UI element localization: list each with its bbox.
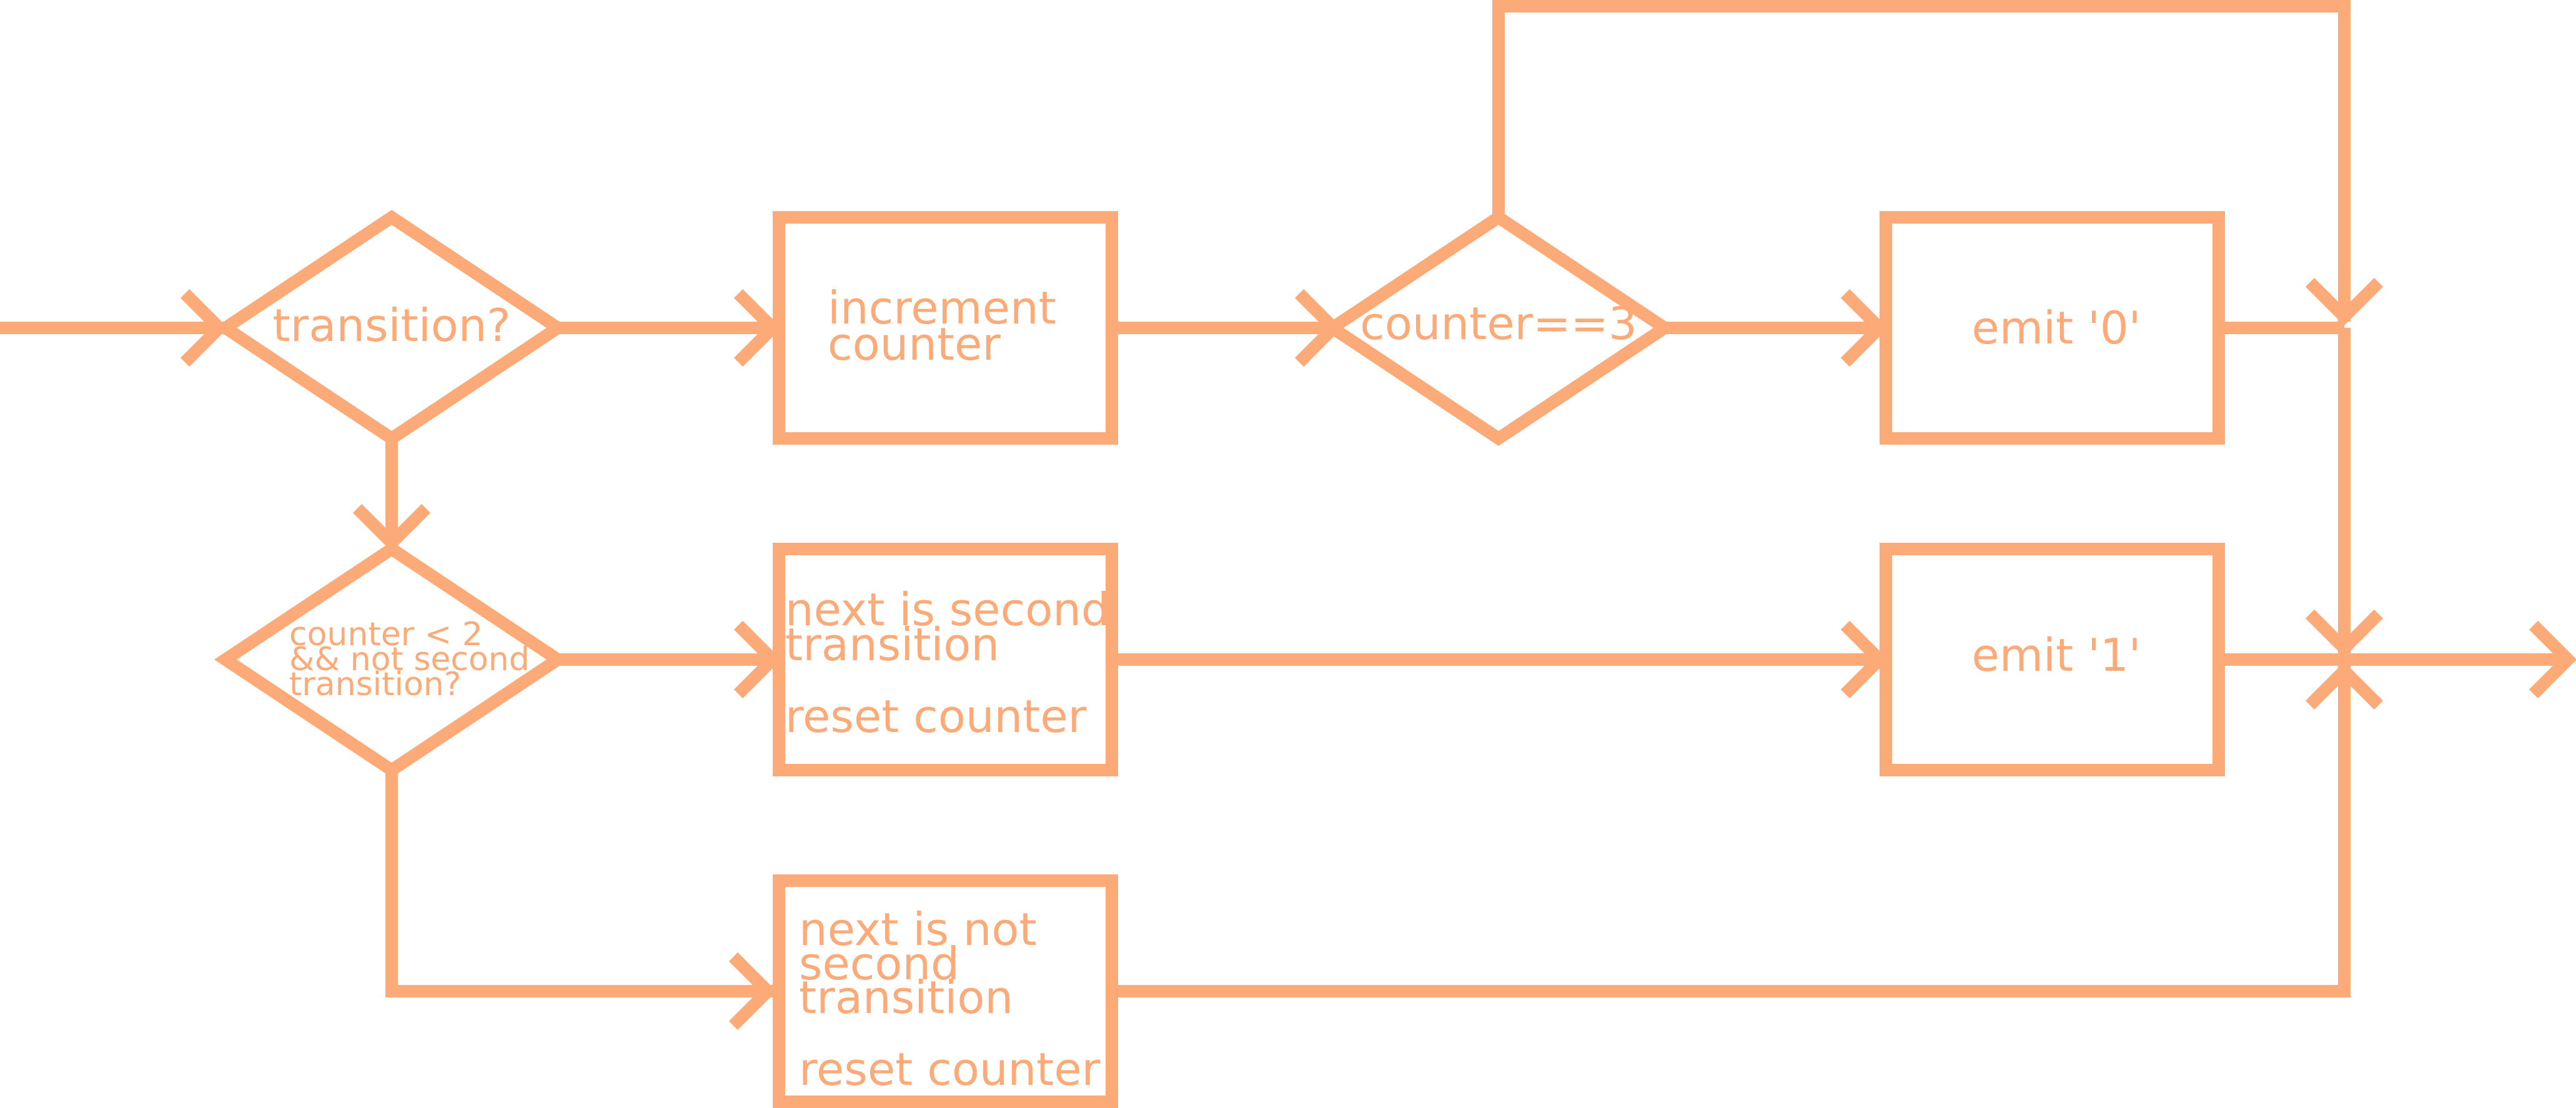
emit-one-label: emit '1' xyxy=(1972,629,2141,681)
next-is-second-line-2: transition xyxy=(785,618,999,671)
arrowhead-condition xyxy=(352,503,431,552)
next-is-not-second-line-2: second xyxy=(799,937,959,990)
arrowhead-merge-up xyxy=(2305,661,2384,710)
increment-counter-line-2: counter xyxy=(828,318,1001,370)
condition-line-3: transition? xyxy=(289,666,461,703)
arrowhead-next-second xyxy=(733,620,782,699)
condition-line-2: && not second xyxy=(289,641,530,678)
arrowhead-emit1 xyxy=(1840,620,1889,699)
increment-counter-line-1: increment xyxy=(828,282,1056,334)
emit-one-label-line: emit '1' xyxy=(1972,629,2141,681)
arrowhead-loop-down xyxy=(2305,277,2384,326)
arrowhead-exit xyxy=(2529,620,2576,699)
next-is-second-label: next is second transition xyxy=(785,583,1124,671)
emit-zero-label: emit '0' xyxy=(1972,302,2141,354)
condition-label: counter < 2 && not second transition? xyxy=(289,616,540,703)
transition-label: transition? xyxy=(272,299,510,352)
increment-counter-label: increment counter xyxy=(828,282,1071,370)
arrowhead-entry xyxy=(180,289,229,367)
next-is-not-second-line-3: transition xyxy=(799,971,1013,1024)
transition-label-line: transition? xyxy=(272,299,510,352)
next-is-not-second-label: next is not second transition xyxy=(799,903,1051,1024)
counter-check-label-line: counter==3 xyxy=(1360,297,1637,350)
next-is-second-line-1: next is second xyxy=(785,583,1110,636)
arrowhead-check xyxy=(1294,289,1343,367)
edge-check-loop-top xyxy=(1492,0,2351,322)
next-is-second-reset-label: reset counter xyxy=(785,690,1087,743)
next-is-not-second-line-1: next is not xyxy=(799,903,1037,956)
arrowhead-merge-down xyxy=(2305,609,2384,658)
emit-zero-label-line: emit '0' xyxy=(1972,302,2141,354)
condition-line-1: counter < 2 xyxy=(289,616,483,653)
arrowhead-increment xyxy=(733,289,782,367)
edge-next-not-second-to-merge xyxy=(1112,666,2351,997)
arrowhead-next-not-second xyxy=(728,952,777,1031)
edge-condition-to-next-not-second xyxy=(385,770,779,997)
arrowhead-emit0 xyxy=(1840,289,1889,367)
next-is-not-second-reset-label: reset counter xyxy=(799,1043,1101,1096)
counter-check-label: counter==3 xyxy=(1360,297,1637,350)
